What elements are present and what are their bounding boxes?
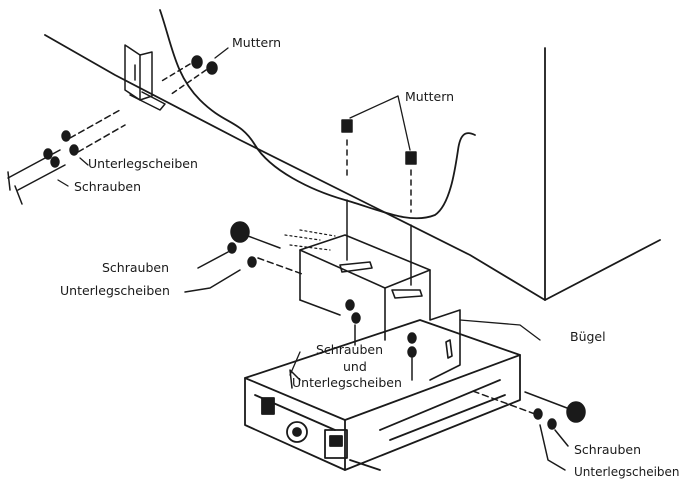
center-nuts xyxy=(341,119,417,286)
center-screws xyxy=(289,299,417,389)
left-bracket-screw xyxy=(184,221,306,293)
label-und-center: und xyxy=(343,359,367,374)
label-unterlegscheiben-center: Unterlegscheiben xyxy=(292,375,402,390)
label-unterlegscheiben-left: Unterlegscheiben xyxy=(88,156,198,171)
u-bracket xyxy=(299,234,461,381)
label-schrauben-center: Schrauben xyxy=(316,342,383,357)
stipple-marks xyxy=(284,229,336,251)
dashboard-outline xyxy=(44,9,661,301)
label-muttern-top: Muttern xyxy=(232,35,282,50)
label-schrauben-mid: Schrauben xyxy=(102,260,169,275)
top-nuts xyxy=(159,55,218,96)
label-unterlegscheiben-right: Unterlegscheiben xyxy=(574,465,680,479)
right-side-screw xyxy=(469,389,586,471)
label-buegel: Bügel xyxy=(570,329,606,344)
label-schrauben-left: Schrauben xyxy=(74,179,141,194)
leader-lines xyxy=(57,47,541,376)
radio-body xyxy=(244,319,521,471)
left-screws xyxy=(7,109,126,205)
label-schrauben-right: Schrauben xyxy=(574,442,641,457)
label-muttern-mid: Muttern xyxy=(405,89,455,104)
label-unterlegscheiben-mid: Unterlegscheiben xyxy=(60,283,170,298)
upper-left-bracket xyxy=(124,44,166,111)
